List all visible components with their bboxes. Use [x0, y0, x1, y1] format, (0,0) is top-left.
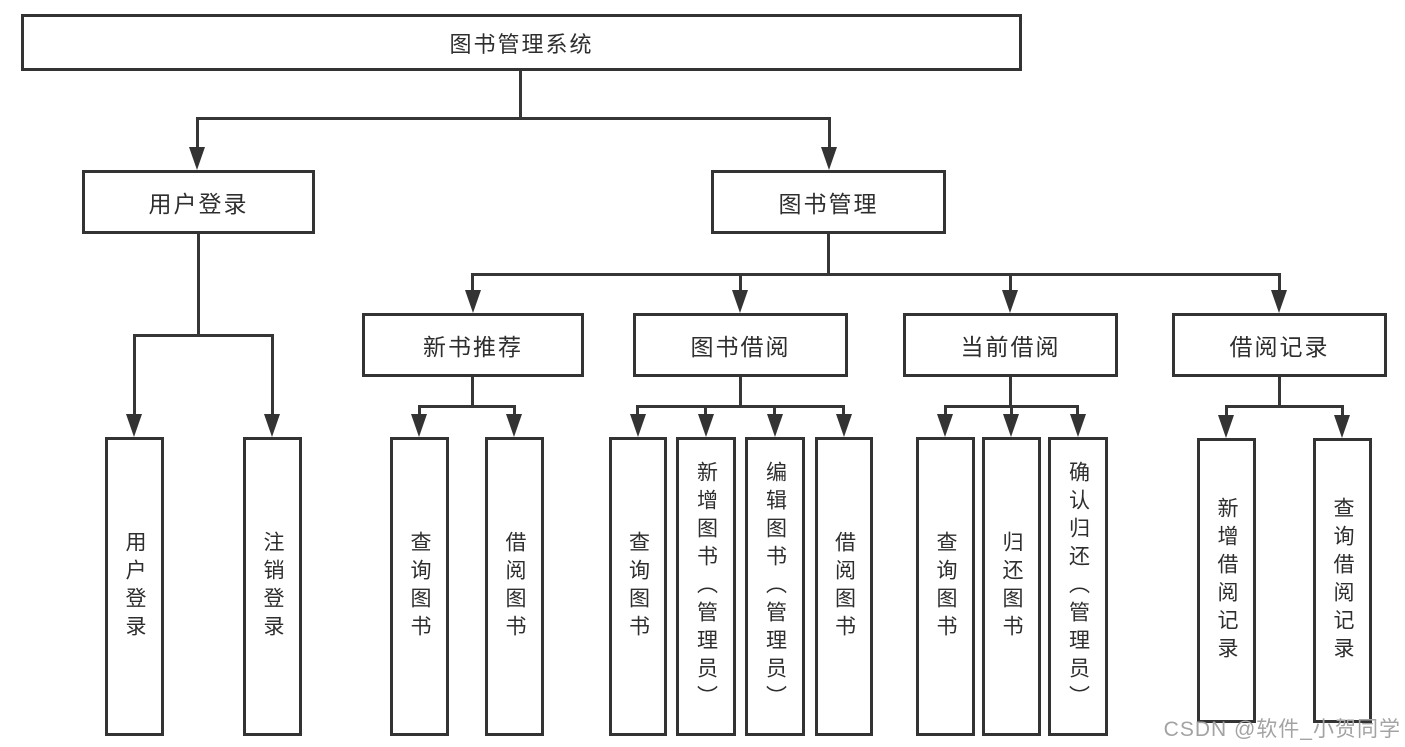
node-current-borrowing-label: 当前借阅 — [960, 334, 1061, 360]
leaf-edit-books-admin: 编辑图书（管理员） — [745, 437, 805, 736]
connector-drop — [418, 405, 421, 417]
leaf-add-books-admin-label: 新增图书（管理员） — [694, 460, 718, 713]
leaf-borrow-books-recommend-label: 借阅图书 — [503, 530, 526, 643]
leaf-add-borrow-record: 新增借阅记录 — [1197, 438, 1256, 723]
arrowhead-down — [1003, 414, 1019, 437]
arrowhead-down — [465, 290, 481, 313]
connector-stem — [519, 70, 522, 119]
leaf-borrow-books-recommend: 借阅图书 — [485, 437, 544, 736]
connector-stem — [739, 376, 742, 407]
connector-drop — [828, 117, 831, 150]
arrowhead-down — [1218, 415, 1234, 438]
leaf-borrow-books: 借阅图书 — [815, 437, 873, 736]
connector-stem — [1009, 376, 1012, 407]
node-borrowing-records: 借阅记录 — [1172, 313, 1387, 377]
connector-drop — [1225, 405, 1228, 418]
arrowhead-down — [126, 414, 142, 437]
connector-drop — [1278, 273, 1281, 292]
connector-drop — [471, 273, 474, 292]
connector-drop — [1076, 405, 1079, 417]
node-current-borrowing: 当前借阅 — [903, 313, 1118, 377]
leaf-user-login: 用户登录 — [105, 437, 164, 736]
connector-drop — [944, 405, 947, 417]
leaf-query-borrow-record-label: 查询借阅记录 — [1331, 496, 1354, 665]
arrowhead-down — [698, 414, 714, 437]
arrowhead-down — [732, 290, 748, 313]
leaf-query-books-recommend-label: 查询图书 — [408, 530, 431, 643]
arrowhead-down — [411, 414, 427, 437]
connector-drop — [1341, 405, 1344, 418]
connector-bus — [418, 405, 516, 408]
leaf-edit-books-admin-label: 编辑图书（管理员） — [763, 460, 787, 713]
node-book-management-label: 图书管理 — [778, 191, 879, 217]
connector-bus — [196, 117, 831, 120]
connector-drop — [271, 334, 274, 417]
arrowhead-down — [189, 147, 205, 170]
connector-drop — [704, 405, 707, 417]
node-root-label: 图书管理系统 — [449, 31, 594, 57]
arrowhead-down — [1271, 290, 1287, 313]
arrowhead-down — [821, 147, 837, 170]
leaf-logout-label: 注销登录 — [261, 530, 284, 643]
connector-drop — [636, 405, 639, 417]
arrowhead-down — [1070, 414, 1086, 437]
connector-drop — [196, 117, 199, 150]
leaf-confirm-return-admin: 确认归还（管理员） — [1048, 437, 1108, 736]
leaf-return-books-label: 归还图书 — [1000, 530, 1023, 643]
connector-stem — [197, 233, 200, 336]
connector-drop — [739, 273, 742, 292]
node-root: 图书管理系统 — [21, 14, 1022, 71]
arrowhead-down — [937, 414, 953, 437]
arrowhead-down — [264, 414, 280, 437]
leaf-add-books-admin: 新增图书（管理员） — [676, 437, 736, 736]
connector-drop — [842, 405, 845, 417]
connector-drop — [513, 405, 516, 417]
node-book-borrowing-label: 图书借阅 — [690, 334, 791, 360]
arrowhead-down — [630, 414, 646, 437]
leaf-query-books-current-label: 查询图书 — [934, 530, 957, 643]
node-user-login: 用户登录 — [82, 170, 315, 234]
leaf-borrow-books-label: 借阅图书 — [832, 530, 856, 643]
node-new-book-recommend: 新书推荐 — [362, 313, 584, 377]
node-book-management: 图书管理 — [711, 170, 946, 234]
csdn-watermark: CSDN @软件_小贺同学 — [1163, 718, 1401, 741]
arrowhead-down — [1334, 415, 1350, 438]
leaf-confirm-return-admin-label: 确认归还（管理员） — [1066, 460, 1090, 713]
connector-drop — [1010, 405, 1013, 417]
leaf-logout: 注销登录 — [243, 437, 302, 736]
connector-bus — [1225, 405, 1344, 408]
connector-bus — [636, 405, 845, 408]
arrowhead-down — [1002, 290, 1018, 313]
connector-bus — [471, 273, 1281, 276]
leaf-user-login-label: 用户登录 — [123, 530, 146, 643]
leaf-query-books-borrowing-label: 查询图书 — [626, 530, 650, 643]
node-book-borrowing: 图书借阅 — [633, 313, 848, 377]
node-user-login-label: 用户登录 — [148, 191, 249, 217]
leaf-add-borrow-record-label: 新增借阅记录 — [1215, 496, 1238, 665]
connector-stem — [471, 376, 474, 407]
connector-stem — [827, 233, 830, 275]
connector-drop — [773, 405, 776, 417]
arrowhead-down — [836, 414, 852, 437]
leaf-query-books-current: 查询图书 — [916, 437, 975, 736]
connector-drop — [1009, 273, 1012, 292]
node-borrowing-records-label: 借阅记录 — [1229, 334, 1330, 360]
node-new-book-recommend-label: 新书推荐 — [423, 334, 523, 360]
leaf-query-books-recommend: 查询图书 — [390, 437, 449, 736]
arrowhead-down — [767, 414, 783, 437]
connector-bus — [133, 334, 274, 337]
connector-drop — [133, 334, 136, 417]
connector-stem — [1278, 376, 1281, 407]
leaf-query-books-borrowing: 查询图书 — [609, 437, 667, 736]
leaf-return-books: 归还图书 — [982, 437, 1041, 736]
arrowhead-down — [506, 414, 522, 437]
leaf-query-borrow-record: 查询借阅记录 — [1313, 438, 1372, 723]
